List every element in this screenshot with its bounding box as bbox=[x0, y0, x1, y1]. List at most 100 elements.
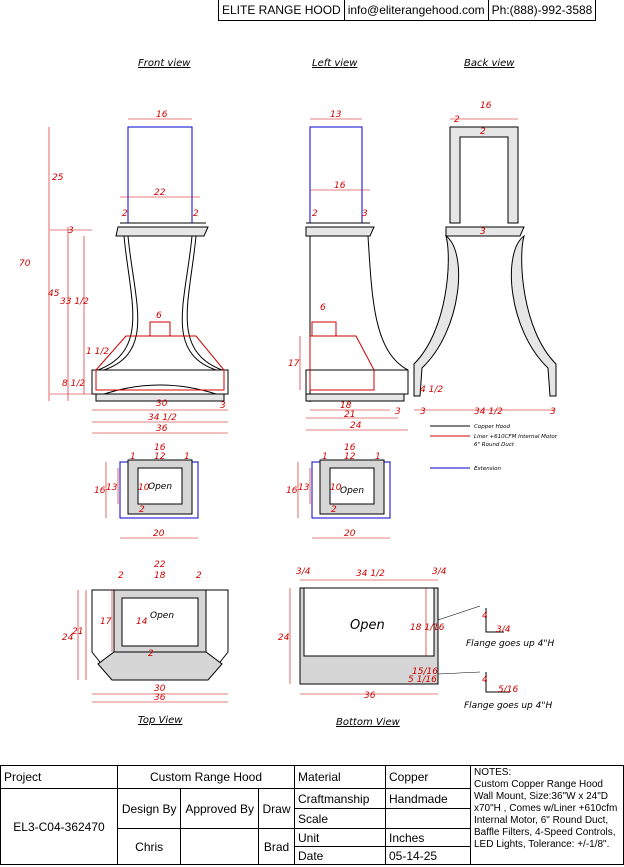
material-label: Material bbox=[294, 765, 386, 789]
dim-label: 2 bbox=[480, 127, 486, 137]
dim-label: 3 bbox=[420, 407, 426, 417]
dim-label: 16 bbox=[334, 181, 346, 191]
unit-value: Inches bbox=[385, 828, 471, 847]
dim-label: 34 1/2 bbox=[148, 413, 177, 423]
legend-extension: Extension bbox=[474, 466, 502, 472]
open-label: Open bbox=[150, 611, 174, 621]
draw-label: Draw bbox=[258, 788, 295, 829]
dim-label: 34 1/2 bbox=[474, 407, 503, 417]
dim-label: 2 bbox=[312, 209, 318, 219]
drawer-name: Brad bbox=[258, 828, 295, 865]
project-value: Custom Range Hood bbox=[117, 765, 295, 789]
dim-label: 30 bbox=[154, 684, 166, 694]
dim-label: 13 bbox=[106, 483, 118, 493]
dim-label: 3 bbox=[395, 407, 401, 417]
back-view bbox=[413, 118, 557, 411]
design-label: Design By bbox=[116, 788, 182, 829]
dim-label: 33 1/2 bbox=[60, 297, 89, 307]
dim-label: 2 bbox=[148, 649, 154, 659]
dim-label: 1 bbox=[130, 452, 136, 462]
email-link[interactable]: info@eliterangehood.com bbox=[343, 0, 488, 20]
dim-label: 2 bbox=[193, 209, 199, 219]
dim-label: 13 bbox=[298, 483, 310, 493]
open-label: Open bbox=[340, 486, 364, 496]
dim-label: 16 bbox=[286, 486, 298, 496]
dim-label: 8 1/2 bbox=[62, 379, 85, 389]
dim-label: 18 bbox=[154, 571, 166, 581]
title-block: Project Custom Range Hood Material Coppe… bbox=[0, 765, 624, 865]
legend bbox=[430, 425, 470, 469]
company-name: ELITE RANGE HOOD bbox=[222, 3, 341, 17]
dim-label: 16 bbox=[94, 486, 106, 496]
front-top-plan bbox=[105, 459, 199, 539]
dim-label: 2 bbox=[454, 115, 460, 125]
top-view-title: Top View bbox=[138, 715, 183, 726]
dim-label: 21 bbox=[72, 627, 83, 637]
dim-label: 3/4 bbox=[432, 567, 447, 577]
drawing-canvas: Front view Left view Back view Top View … bbox=[19, 58, 558, 728]
dim-label: 3 bbox=[220, 401, 226, 411]
dim-label: 3/4 bbox=[496, 625, 511, 635]
dim-label: 1 1/2 bbox=[86, 347, 109, 357]
dim-label: 3 bbox=[362, 209, 368, 219]
designer-name: Chris bbox=[116, 828, 182, 865]
dim-label: 18 1/16 bbox=[410, 623, 445, 633]
dim-label: 4 1/2 bbox=[420, 385, 443, 395]
dim-label: 22 bbox=[154, 188, 166, 198]
front-view bbox=[48, 118, 229, 434]
dim-label: 20 bbox=[153, 529, 165, 539]
dim-label: 16 bbox=[344, 443, 356, 453]
dim-label: 2 bbox=[118, 571, 124, 581]
notes-line: x70"H , Comes w/Liner +610cfm bbox=[474, 803, 618, 814]
dim-label: 17 bbox=[100, 617, 112, 627]
dim-label: 16 bbox=[480, 101, 492, 111]
open-label: Open bbox=[148, 482, 172, 492]
left-view bbox=[299, 118, 409, 431]
bottom-view-title: Bottom View bbox=[336, 717, 401, 728]
front-view-title: Front view bbox=[138, 58, 191, 69]
dim-label: 13 bbox=[330, 110, 342, 120]
left-top-plan bbox=[297, 459, 391, 539]
dim-label: 1 bbox=[375, 452, 381, 462]
approved-label: Approved By bbox=[180, 788, 260, 829]
dim-label: 5/16 bbox=[498, 685, 518, 695]
dim-label: 20 bbox=[344, 529, 356, 539]
dim-label: 24 bbox=[62, 633, 74, 643]
notes-title: NOTES: bbox=[474, 767, 512, 778]
flange-note: Flange goes up 4"H bbox=[464, 701, 552, 711]
notes: NOTES: Custom Copper Range Hood Wall Mou… bbox=[470, 765, 624, 865]
material-value: Copper bbox=[385, 765, 471, 789]
dim-label: 10 bbox=[330, 483, 342, 493]
dim-label: 3/4 bbox=[296, 567, 311, 577]
header-bar: ELITE RANGE HOOD info@eliterangehood.com… bbox=[218, 0, 597, 21]
dim-label: 4 bbox=[482, 611, 488, 621]
dim-label: 22 bbox=[154, 560, 166, 570]
dim-label: 4 bbox=[482, 675, 488, 685]
dim-label: 5 1/16 bbox=[408, 675, 437, 685]
notes-line: Baffle Filters, 4-Speed Controls, bbox=[474, 827, 616, 838]
open-label: Open bbox=[350, 618, 385, 633]
dim-label: 3 bbox=[480, 227, 486, 237]
scale-value bbox=[385, 808, 471, 829]
dim-label: 18 bbox=[340, 401, 352, 411]
bottom-view bbox=[289, 579, 510, 695]
flange-note: Flange goes up 4"H bbox=[466, 639, 554, 649]
dim-label: 1 bbox=[184, 452, 190, 462]
left-extension bbox=[309, 126, 363, 224]
notes-line: Internal Motor, 6" Round Duct, bbox=[474, 815, 609, 826]
dim-label: 34 1/2 bbox=[356, 569, 385, 579]
date-value: 05-14-25 bbox=[385, 846, 471, 865]
scale-label: Scale bbox=[294, 808, 386, 829]
approver-name bbox=[180, 828, 260, 865]
craft-value: Handmade bbox=[385, 788, 471, 809]
dim-label: 16 bbox=[156, 110, 168, 120]
dim-label: 1 bbox=[322, 452, 328, 462]
dim-label: 6 bbox=[320, 303, 326, 313]
project-label: Project bbox=[0, 765, 118, 789]
project-code: EL3-C04-362470 bbox=[0, 788, 118, 865]
dim-label: 36 bbox=[156, 424, 168, 434]
dim-label: 24 bbox=[350, 421, 362, 431]
notes-line: LED Lights, Tolerance: +/-1/8". bbox=[474, 839, 610, 850]
top-view bbox=[77, 589, 229, 703]
dim-label: 2 bbox=[122, 209, 128, 219]
